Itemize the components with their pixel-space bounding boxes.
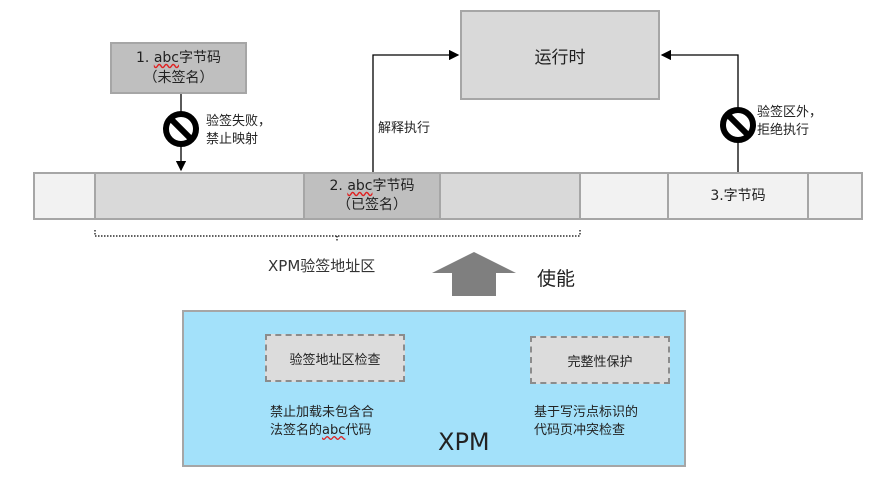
interpret-note: 解释执行 (378, 121, 431, 136)
runtime-box: 运行时 (460, 10, 660, 100)
prohibit-icon (720, 107, 756, 143)
deny-map-note: 验签失败， 禁止映射 (206, 114, 272, 147)
memory-cell (94, 172, 305, 220)
xpm-region-label: XPM验签地址区 (268, 257, 376, 275)
memory-cell-bytecode-3: 3.字节码 (667, 172, 809, 220)
memory-cell (439, 172, 581, 220)
unsigned-bytecode-box: 1. abc字节码 （未签名） (110, 42, 247, 94)
xpm-module-integrity: 完整性保护 (530, 336, 670, 384)
xpm-title: XPM (438, 428, 490, 456)
integrity-desc: 基于写污点标识的 代码页冲突检查 (534, 405, 639, 438)
memory-cell (807, 172, 863, 220)
deny-exec-note: 验签区外， 拒绝执行 (757, 105, 823, 138)
memory-cell (33, 172, 96, 220)
enable-arrow-icon (432, 252, 516, 296)
arrow-signed-to-runtime (372, 49, 460, 172)
runtime-label: 运行时 (534, 47, 586, 68)
unsigned-bytecode-status: （未签名） (143, 70, 214, 86)
memory-cell (579, 172, 669, 220)
memory-cell-signed-bytecode: 2. abc字节码 （已签名） (303, 172, 441, 220)
xpm-module-address-check: 验签地址区检查 (265, 334, 405, 382)
xpm-block (182, 310, 686, 467)
xpm-region-bracket (94, 230, 581, 242)
prohibit-icon (163, 111, 199, 147)
unsigned-bytecode-title: 1. abc字节码 (136, 50, 221, 66)
enable-label: 使能 (537, 268, 576, 290)
address-check-desc: 禁止加载未包含合 法签名的abc代码 (270, 405, 375, 438)
